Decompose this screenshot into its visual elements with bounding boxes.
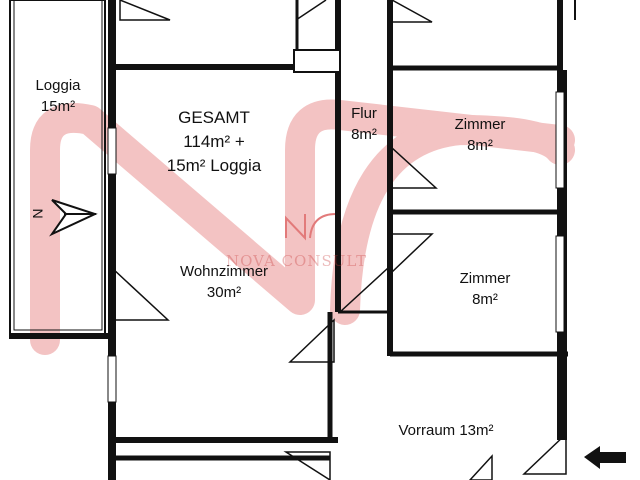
- vorraum-name: Vorraum 13m²: [398, 422, 494, 439]
- loggia-name: Loggia: [35, 77, 81, 94]
- total-area-label: GESAMT 114m² + 15m² Loggia: [132, 106, 296, 178]
- loggia-area: [9, 0, 112, 339]
- room-label-zimmer-1: Zimmer 8m²: [430, 114, 530, 156]
- room-label-vorraum: Vorraum 13m²: [374, 420, 518, 441]
- compass-arrow-icon: [49, 199, 98, 237]
- zimmer1-area: 8m²: [467, 137, 493, 154]
- flur-area: 8m²: [351, 126, 377, 143]
- doors: [111, 0, 567, 480]
- nova-consult-logo-icon: [285, 213, 337, 241]
- zimmer1-name: Zimmer: [454, 116, 506, 133]
- flur-name: Flur: [351, 105, 377, 122]
- total-line1: GESAMT: [178, 108, 250, 127]
- room-label-flur: Flur 8m²: [340, 103, 388, 145]
- watermark-brand: NOVA CONSULT: [226, 252, 368, 270]
- zimmer2-name: Zimmer: [459, 270, 511, 287]
- wohnzimmer-area: 30m²: [206, 284, 242, 301]
- north-label: N: [29, 208, 46, 219]
- room-label-loggia: Loggia 15m²: [22, 75, 94, 117]
- total-line3: 15m² Loggia: [166, 156, 262, 175]
- room-label-zimmer-2: Zimmer 8m²: [435, 268, 535, 310]
- arrow-left-icon: [584, 446, 626, 469]
- windows: [107, 91, 565, 403]
- zimmer2-area: 8m²: [472, 291, 498, 308]
- room-label-wohnzimmer: Wohnzimmer 30m²: [150, 261, 298, 303]
- wohnzimmer-name: Wohnzimmer: [179, 263, 269, 280]
- loggia-area: 15m²: [40, 98, 76, 115]
- watermark: [30, 99, 575, 355]
- total-line2: 114m² +: [183, 132, 245, 151]
